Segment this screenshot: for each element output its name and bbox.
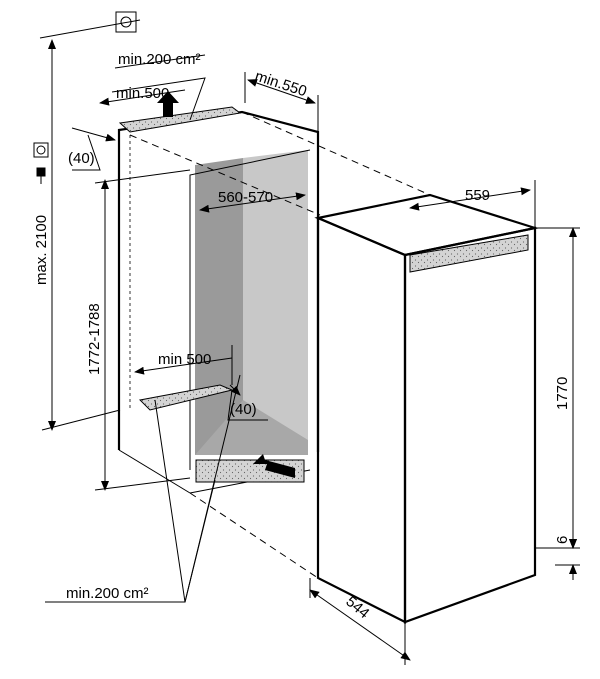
top-vent-width-label: min.500 [116,85,169,102]
airflow-in-arrow [253,454,295,478]
plug-icon [36,167,46,184]
max-height-label: max. 2100 [33,215,50,285]
niche-depth-label: min.550 [253,68,309,101]
bottom-gap-label: (40) [230,401,257,418]
appliance-depth-label: 544 [342,593,372,622]
wall-fixing-icon [115,11,137,33]
bottom-vent-area-label: min.200 cm² [66,585,149,602]
top-vent-area-label: min.200 cm² [118,51,201,68]
niche-width-label: 560-570 [218,189,273,206]
niche-height-label: 1772-1788 [86,303,103,375]
top-gap-label: (40) [68,150,95,167]
niche [117,106,321,494]
appliance-height-label: 1770 [554,377,571,410]
plinth-offset-label: 6 [554,536,571,544]
bottom-vent-width-label: min 500 [158,351,211,368]
airflow-up-arrow [157,91,179,117]
appliance-width-label: 559 [465,187,490,204]
socket-icon [33,142,49,158]
dimensions [33,11,580,665]
